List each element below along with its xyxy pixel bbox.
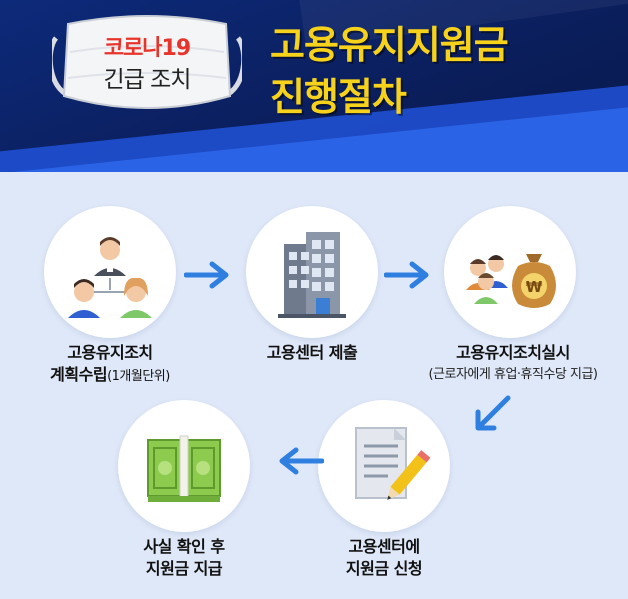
building-icon	[278, 232, 346, 318]
page-title-line2: 진행절차	[270, 75, 407, 119]
step-4-label: 고용센터에 지원금 신청	[304, 536, 464, 580]
step-3-label: 고용유지조치실시 (근로자에게 휴업·휴직수당 지급)	[410, 342, 616, 386]
step-4-title: 고용센터에	[348, 537, 420, 556]
step-1-label: 고용유지조치 계획수립(1개월단위)	[30, 342, 190, 388]
arrow-right-icon	[384, 261, 429, 289]
page-title-line1: 고용유지지원금	[270, 23, 509, 67]
arrow-down-left-icon	[475, 395, 511, 431]
people-org-icon	[68, 237, 152, 318]
step-5-label: 사실 확인 후 지원금 지급	[104, 536, 264, 580]
step-1-circle	[44, 206, 176, 338]
face-mask-badge: 코로나19 긴급 조치	[47, 10, 247, 118]
money-bag-icon: ₩	[466, 254, 556, 308]
arrow-left-icon	[279, 447, 324, 475]
step-3-note: (근로자에게 휴업·휴직수당 지급)	[428, 367, 598, 382]
step-3-circle: ₩	[444, 206, 576, 338]
step-4-title-2: 지원금 신청	[345, 559, 423, 578]
step-2-label: 고용센터 제출	[232, 342, 392, 364]
arrow-right-icon	[184, 261, 229, 289]
document-pencil-icon	[355, 427, 431, 500]
step-5-circle	[118, 400, 250, 532]
step-2-title: 고용센터 제출	[266, 343, 358, 362]
badge-line1: 코로나19	[103, 36, 191, 61]
svg-text:₩: ₩	[526, 278, 543, 296]
face-mask-icon	[47, 15, 247, 109]
step-2-circle	[246, 206, 378, 338]
step-1-title: 고용유지조치	[67, 343, 153, 362]
badge-line2: 긴급 조치	[103, 67, 192, 93]
step-1-note: (1개월단위)	[107, 369, 170, 384]
step-4-circle	[318, 400, 450, 532]
header-banner: 코로나19 긴급 조치 고용유지지원금 진행절차	[0, 0, 628, 172]
step-5-title-2: 지원금 지급	[145, 559, 223, 578]
step-5-title: 사실 확인 후	[143, 537, 225, 556]
step-3-title: 고용유지조치실시	[456, 343, 570, 362]
step-1-title-2: 계획수립	[50, 365, 108, 384]
cash-bundle-icon	[147, 435, 221, 502]
